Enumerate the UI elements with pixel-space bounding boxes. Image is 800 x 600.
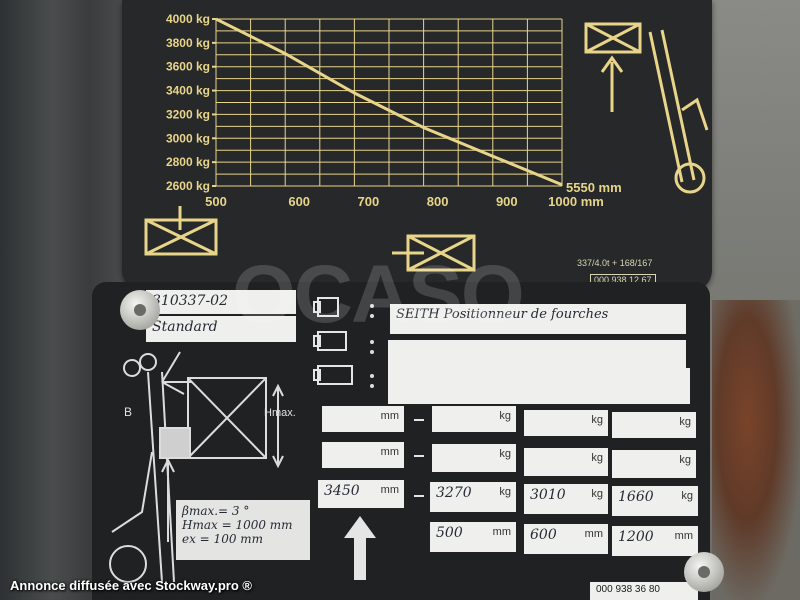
y-tick-label: 3000 kg [166, 131, 210, 145]
y-tick-label: 3600 kg [166, 60, 210, 74]
beta-label: B [124, 405, 132, 419]
load-field-2c: kg [612, 450, 696, 478]
hmax-line: Hmax = 1000 mm [182, 518, 293, 532]
x-tick-label: 700 [358, 194, 380, 209]
load-field-3b: 3010 kg [524, 484, 608, 514]
dist-field-4c: 1200 mm [612, 526, 698, 556]
x-tick-label: 600 [288, 194, 310, 209]
load-box-icon-center [392, 234, 476, 272]
unit-mm: mm [380, 410, 399, 422]
data-plate: 310337-02 Standard SEITH Positionneur de… [92, 282, 710, 600]
load-field-3a: 3270 kg [430, 482, 516, 512]
attachment-field-3 [388, 368, 690, 404]
limits-box: βmax.= 3 ° Hmax = 1000 mm ex = 100 mm [176, 500, 310, 560]
attachment-icons [313, 297, 374, 388]
hmax-label: Hmax. [264, 407, 296, 419]
dist-field-4b: 600 mm [524, 524, 608, 554]
model-field: 310337-02 [146, 290, 296, 314]
forklift-mast-icon [584, 22, 709, 194]
ext-line: ex = 100 mm [182, 532, 264, 546]
height-value-3: 3450 [324, 483, 360, 499]
dash [414, 455, 424, 457]
load-field-1a: kg [432, 406, 516, 432]
y-tick-label: 4000 kg [166, 12, 210, 26]
y-tick-label: 2600 kg [166, 179, 210, 193]
x-tick-label: 800 [427, 194, 449, 209]
x-tick-label: 900 [496, 194, 518, 209]
unit-kg: kg [591, 488, 603, 500]
rivet-bottom-right [684, 552, 724, 592]
x-tick-label: 500 [205, 194, 227, 209]
load-value-3a: 3270 [436, 485, 472, 501]
dash [414, 495, 424, 497]
x-tick-label: 1000 mm [548, 194, 604, 209]
unit-mm: mm [380, 484, 399, 496]
beta-max-line: βmax.= 3 ° [182, 504, 250, 518]
y-tick-label: 3800 kg [166, 36, 210, 50]
unit-mm: mm [492, 526, 511, 538]
y-tick-label: 3400 kg [166, 84, 210, 98]
load-value-3b: 3010 [530, 487, 566, 503]
unit-kg: kg [681, 490, 693, 502]
unit-kg: kg [679, 454, 691, 466]
unit-kg: kg [591, 452, 603, 464]
mast-diagram: Hmax. B [109, 351, 296, 583]
load-chart-plate: 4000 kg 3800 kg 3600 kg 3400 kg 3200 kg 3000 … [122, 0, 712, 292]
load-field-2a: kg [432, 444, 516, 472]
footer-credit: Annonce diffusée avec Stockway.pro ® [10, 578, 252, 593]
dist-field-4a: 500 mm [430, 522, 516, 552]
dash [414, 419, 424, 421]
dist-value-4b: 600 [530, 527, 557, 543]
load-box-icon-left [144, 206, 218, 256]
load-curve [215, 17, 563, 187]
unit-kg: kg [499, 486, 511, 498]
attachment-field-2 [388, 340, 686, 368]
y-tick-label: 3200 kg [166, 107, 210, 121]
load-field-1c: kg [612, 412, 696, 438]
unit-kg: kg [679, 416, 691, 428]
dist-value-4a: 500 [436, 525, 463, 541]
unit-mm: mm [584, 528, 603, 540]
rust-patch [712, 300, 800, 600]
serial-field: 000 938 36 80 [590, 582, 698, 600]
unit-kg: kg [499, 448, 511, 460]
height-field-3: 3450 mm [318, 480, 404, 508]
load-field-1b: kg [524, 410, 608, 436]
end-label: 5550 mm [566, 180, 622, 195]
height-field-1: mm [322, 406, 404, 432]
unit-kg: kg [591, 414, 603, 426]
up-arrow-icon [344, 516, 376, 580]
variant-field: Standard [146, 316, 296, 342]
y-tick-label: 2800 kg [166, 155, 210, 169]
rivet-top-left [120, 290, 160, 330]
unit-mm: mm [380, 446, 399, 458]
unit-mm: mm [674, 530, 693, 542]
watermark: OCASO [232, 249, 525, 340]
height-field-2: mm [322, 442, 404, 468]
plate-code-1: 337/4.0t + 168/167 [577, 258, 653, 268]
attachment-field-1: SEITH Positionneur de fourches [390, 304, 686, 334]
dist-value-4c: 1200 [618, 529, 654, 545]
load-field-2b: kg [524, 448, 608, 476]
load-field-3c: 1660 kg [612, 486, 698, 516]
load-value-3c: 1660 [618, 489, 654, 505]
unit-kg: kg [499, 410, 511, 422]
load-chart: 4000 kg 3800 kg 3600 kg 3400 kg 3200 kg 3000 … [144, 12, 709, 272]
x-tick-labels: 500 600 700 800 900 1000 mm [205, 194, 604, 209]
y-tick-labels: 4000 kg 3800 kg 3600 kg 3400 kg 3200 kg 3000 … [166, 12, 216, 193]
